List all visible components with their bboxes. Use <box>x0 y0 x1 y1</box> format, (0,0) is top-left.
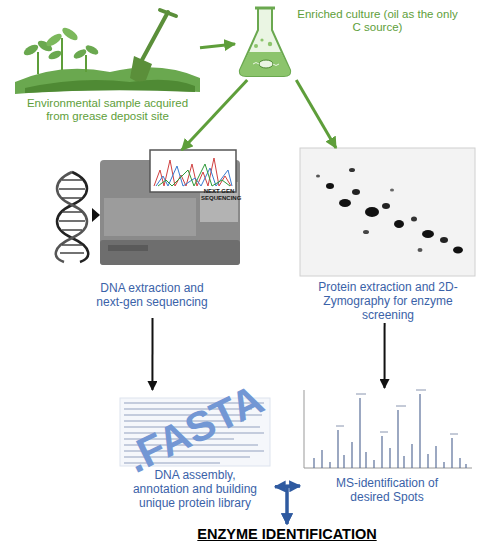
zymogram-gel-part <box>411 217 417 222</box>
flask-illustration-part <box>254 44 258 48</box>
zymogram-gel-part <box>363 230 369 234</box>
node-label: Environmental sample acquired from greas… <box>20 97 195 123</box>
flask-illustration-part <box>255 7 275 10</box>
flow-arrow <box>200 44 235 48</box>
library-step: .FASTADNA assembly, annotation and build… <box>115 390 275 508</box>
flow-arrow <box>384 323 386 388</box>
dna-sequencer-illustration-part <box>154 158 231 186</box>
dna-sequencer-illustration-part <box>104 198 196 236</box>
zymogram-gel-part <box>365 207 379 217</box>
flow-arrow <box>275 487 287 524</box>
sequencing-step: NEXT GEN SEQUENCING DNA extraction and ne… <box>55 150 250 318</box>
flow-arrow <box>275 484 300 488</box>
node-label: ENZYME IDENTIFICATION <box>177 526 397 543</box>
dna-sequencer-illustration-part <box>158 164 230 186</box>
flow-arrow <box>287 486 300 524</box>
soil-illustration-part <box>160 10 176 16</box>
flow-arrow <box>151 318 153 390</box>
dna-sequencer-illustration-part <box>100 240 240 265</box>
node-label: DNA extraction and next-gen sequencing <box>92 282 212 310</box>
mass-spectrum-illustration-part <box>314 394 466 468</box>
dna-sequencer-illustration <box>56 150 240 265</box>
mass-spectrum-illustration-part <box>304 390 472 468</box>
flask-illustration-part <box>260 38 263 41</box>
flow-arrow <box>182 80 248 150</box>
flow-arrow <box>296 80 336 148</box>
result-heading: ENZYME IDENTIFICATION <box>177 524 397 548</box>
node-heading: .FASTA <box>118 377 271 481</box>
node-heading: NEXT GEN SEQUENCING <box>201 188 237 202</box>
zymogram-gel-part <box>326 183 334 189</box>
flask-illustration-part <box>240 52 290 76</box>
zymogram-gel-part <box>316 175 320 178</box>
flask-illustration <box>240 8 290 76</box>
zymogram-gel-part <box>352 189 360 195</box>
zymogram-gel-part <box>300 148 475 276</box>
zymogram-gel-part <box>418 248 423 252</box>
zymogram-gel <box>300 148 475 276</box>
soil-illustration-part <box>85 55 87 72</box>
ms-step: MS-identification of desired Spots <box>300 388 475 506</box>
zymogram-gel-part <box>349 168 355 172</box>
soil-illustration-part <box>22 43 40 58</box>
dna-sequencer-illustration-part <box>108 245 148 251</box>
soil-illustration-part <box>142 12 168 60</box>
dna-sequencer-illustration-part <box>200 182 238 222</box>
zymogram-gel-part <box>422 230 434 238</box>
flask-illustration-part <box>259 60 273 68</box>
soil-illustration-part <box>15 67 200 94</box>
flask-illustration-part <box>268 42 272 46</box>
zymogram-gel-part <box>390 189 394 192</box>
dna-sequencer-illustration-part <box>156 166 232 186</box>
soil-illustration-part <box>44 32 63 49</box>
culture-step: Enriched culture (oil as the only C sour… <box>235 0 480 80</box>
soil-illustration-part <box>47 49 63 61</box>
sample-step: Environmental sample acquired from greas… <box>15 5 200 127</box>
soil-illustration-part <box>60 26 79 43</box>
zymogram-gel-part <box>453 247 463 254</box>
soil-illustration-part <box>25 80 195 93</box>
soil-illustration <box>15 10 200 94</box>
soil-illustration-part <box>84 43 100 56</box>
zymogram-gel-part <box>339 199 351 207</box>
zymogram-gel-part <box>394 220 404 228</box>
dna-sequencer-illustration-part <box>150 150 236 192</box>
dna-sequencer-illustration-part <box>59 180 85 253</box>
soil-illustration-part <box>61 38 63 70</box>
dna-sequencer-illustration-part <box>56 172 87 262</box>
node-label: Protein extraction and 2D-Zymography for… <box>318 281 458 322</box>
node-label: MS-identification of desired Spots <box>317 477 457 505</box>
mass-spectrum-illustration-part <box>336 390 458 434</box>
flask-illustration-part <box>240 8 290 76</box>
zymogram-gel-part <box>440 237 448 243</box>
soil-illustration-part <box>37 52 39 74</box>
flask-illustration-part <box>253 63 279 66</box>
soil-illustration-part <box>72 47 88 60</box>
node-label: DNA assembly, annotation and building un… <box>128 469 262 510</box>
node-label: Enriched culture (oil as the only C sour… <box>295 8 460 34</box>
dna-sequencer-illustration-part <box>92 208 100 222</box>
mass-spectrum-illustration <box>304 390 472 468</box>
zymography-step: Protein extraction and 2D-Zymography for… <box>300 148 480 323</box>
dna-sequencer-illustration-part <box>57 172 88 262</box>
soil-illustration-part <box>130 56 152 82</box>
zymogram-gel-part <box>382 203 390 209</box>
